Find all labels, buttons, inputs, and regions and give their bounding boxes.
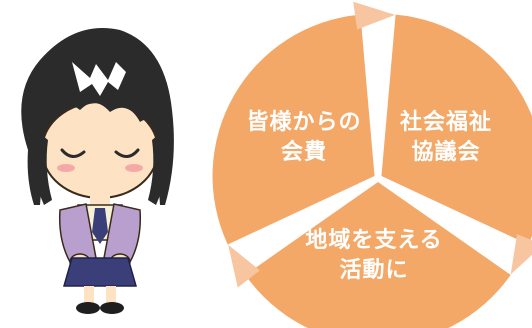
leg-left [84,286,94,304]
eye-right [114,148,140,158]
cheek-right [125,164,143,172]
dues-line-1: 皆様からの [246,110,362,135]
council-line-2: 協議会 [411,140,481,165]
leg-right [106,286,116,304]
segment-label-activities: 地域を支える 活動に [299,226,449,286]
shoe-left [76,302,100,314]
segment-label-council: 社会福祉 協議会 [396,108,496,168]
neck [90,192,110,206]
activities-line-1: 地域を支える [305,228,443,253]
dues-line-2: 会費 [280,140,327,165]
hair-shine [72,62,126,96]
council-line-1: 社会福祉 [399,110,492,135]
girl-illustration [21,28,174,314]
skirt [63,257,137,287]
segment-label-dues: 皆様からの 会費 [244,108,364,168]
shoe-right [100,302,124,314]
hair-side-left [34,130,52,205]
cycle-arrow-3 [228,244,260,288]
cheek-left [57,164,75,172]
segment-activities [245,182,511,328]
cycle-arrow-1 [353,1,396,30]
segment-dues [212,14,375,245]
segment-council [381,14,532,245]
hair-side-right [148,130,166,205]
eye-left [60,148,86,158]
activities-line-2: 活動に [339,258,409,283]
tie [92,208,108,244]
cycle-arrow-2 [510,234,532,275]
